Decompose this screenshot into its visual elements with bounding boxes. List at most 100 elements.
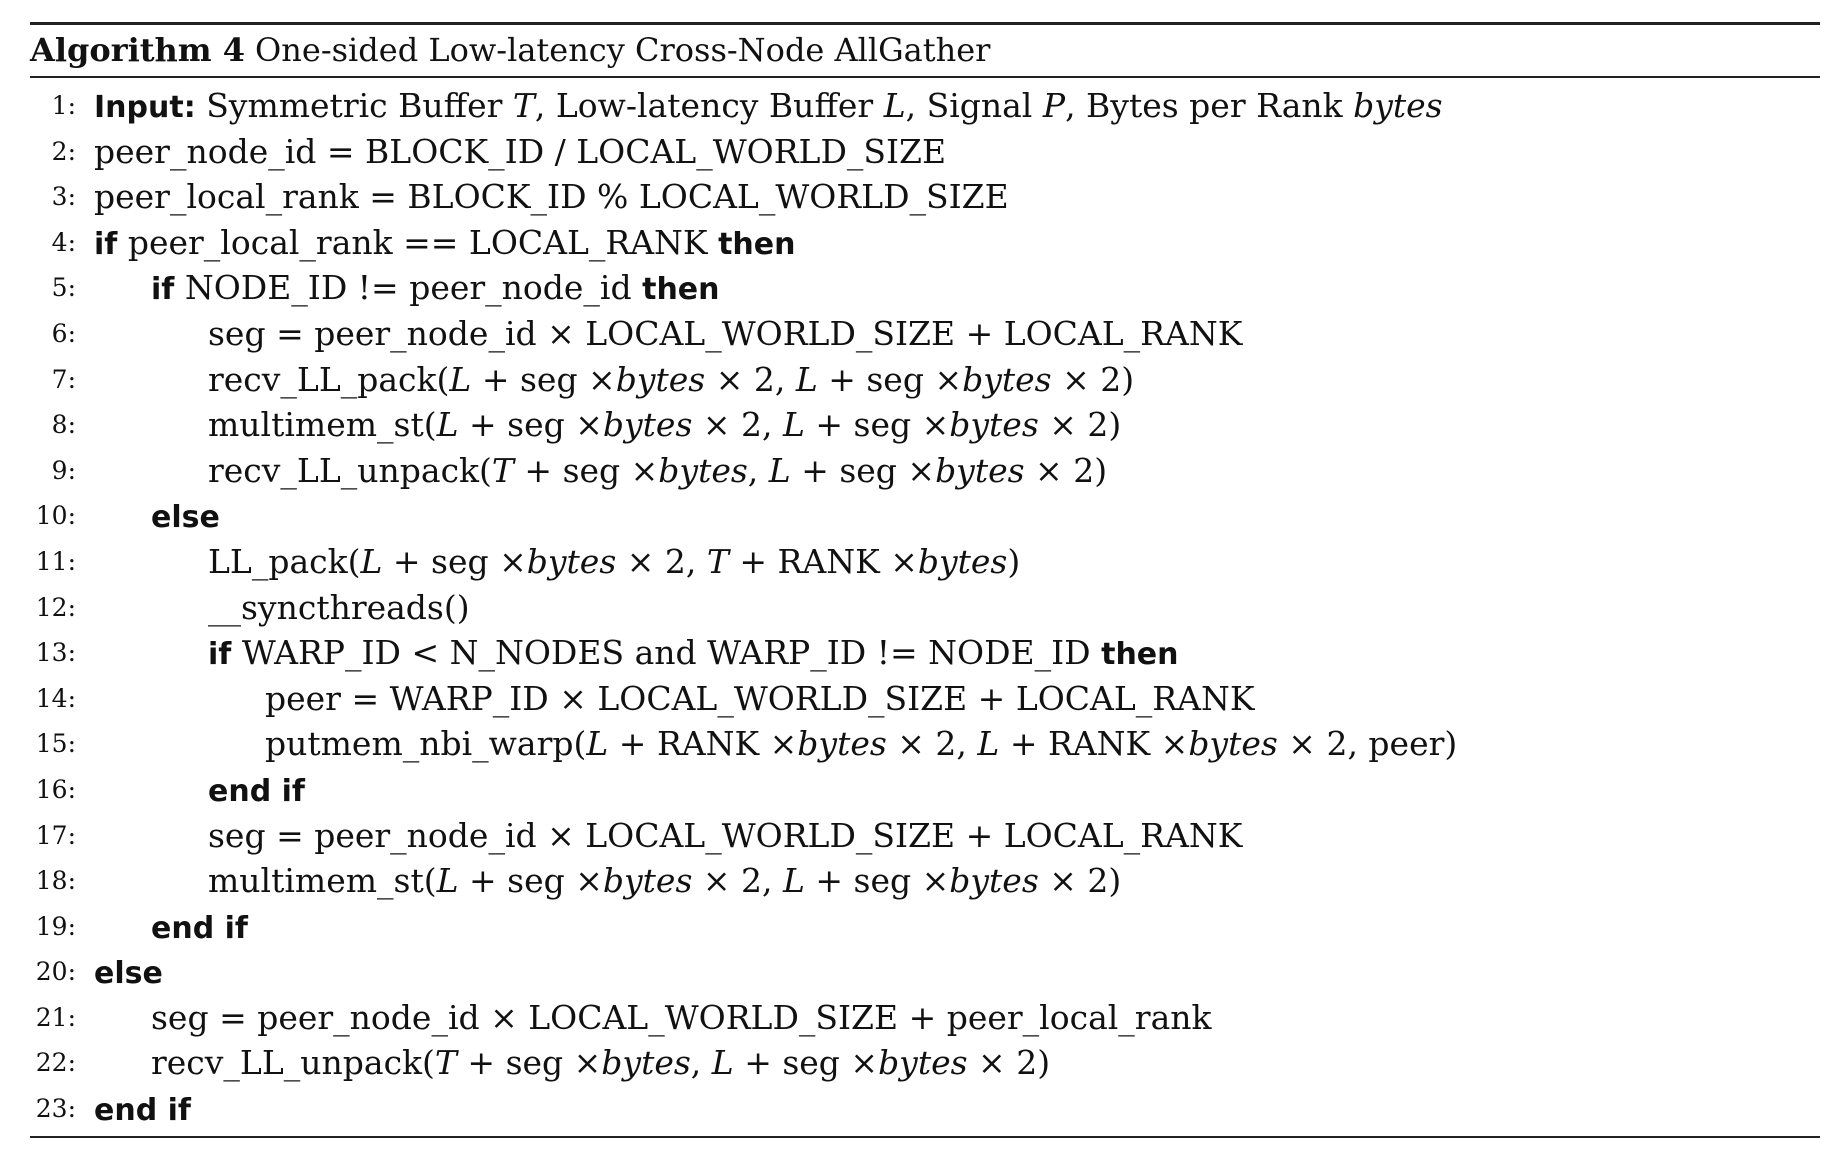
math-variable: bytes [1353, 86, 1443, 125]
code-text: seg = peer_node_id × LOCAL_WORLD_SIZE + … [151, 997, 1212, 1037]
code-text: + seg × [733, 1043, 879, 1083]
code-text: recv_LL_unpack( [151, 1043, 435, 1083]
code-text: , Bytes per Rank [1065, 86, 1354, 125]
code-text: recv_LL_pack( [208, 359, 450, 399]
line-code: LL_pack(L + seg ×bytes × 2, T + RANK ×by… [94, 539, 1020, 585]
code-text: , Low-latency Buffer [534, 86, 884, 125]
line-code: else [94, 949, 163, 997]
line-number: 11 [30, 539, 76, 585]
line-code: seg = peer_node_id × LOCAL_WORLD_SIZE + … [94, 813, 1242, 859]
keyword: end if [151, 910, 248, 946]
math-variable: bytes [1188, 724, 1278, 764]
line-number: 15 [30, 721, 76, 767]
line-code: peer_node_id = BLOCK_ID / LOCAL_WORLD_SI… [94, 129, 946, 175]
math-variable: L [795, 359, 818, 399]
line-number: 22 [30, 1040, 76, 1086]
line-number: 21 [30, 995, 76, 1041]
line-number: 13 [30, 630, 76, 676]
code-text: seg = peer_node_id × LOCAL_WORLD_SIZE + … [208, 815, 1243, 855]
math-variable: bytes [949, 405, 1039, 445]
math-variable: bytes [935, 450, 1025, 490]
math-variable: L [586, 724, 609, 764]
math-variable: L [977, 724, 1000, 764]
line-code: if peer_local_rank == LOCAL_RANK then [94, 220, 795, 268]
math-variable: bytes [878, 1043, 968, 1083]
math-variable: bytes [658, 450, 748, 490]
keyword: then [718, 226, 796, 262]
keyword: end if [94, 1093, 191, 1129]
math-variable: L [436, 405, 459, 445]
math-variable: L [436, 861, 459, 901]
line-number: 4 [30, 220, 76, 266]
line-number: 9 [30, 448, 76, 494]
keyword: then [642, 272, 720, 308]
code-text: ) [1007, 541, 1021, 581]
line-number: 10 [30, 493, 76, 539]
line-number: 12 [30, 585, 76, 631]
code-text: WARP_ID < N_NODES and WARP_ID != NODE_ID [231, 633, 1102, 673]
math-variable: bytes [526, 541, 617, 581]
caption-rule [30, 76, 1820, 78]
math-variable: L [360, 541, 383, 581]
line-code: recv_LL_pack(L + seg ×bytes × 2, L + seg… [94, 357, 1134, 403]
line-number: 1 [30, 83, 76, 129]
line-number: 8 [30, 402, 76, 448]
code-text: peer = WARP_ID × LOCAL_WORLD_SIZE + LOCA… [265, 678, 1255, 718]
line-code: end if [94, 767, 305, 815]
code-text: recv_LL_unpack( [208, 450, 492, 490]
math-variable: T [434, 1043, 457, 1083]
line-code: end if [94, 1086, 191, 1134]
code-text: × 2) [1024, 450, 1108, 490]
code-text: NODE_ID != peer_node_id [174, 268, 643, 308]
code-text: + RANK × [728, 541, 918, 581]
line-number: 7 [30, 357, 76, 403]
line-code: recv_LL_unpack(T + seg ×bytes, L + seg ×… [94, 1040, 1050, 1086]
line-code: end if [94, 904, 248, 952]
math-variable: L [783, 405, 805, 445]
code-text: × 2, [692, 405, 783, 445]
code-text: , [747, 450, 769, 490]
code-text: × 2) [1038, 861, 1122, 901]
code-text: , Signal [905, 86, 1043, 125]
math-variable: P [1042, 86, 1066, 125]
line-code: peer = WARP_ID × LOCAL_WORLD_SIZE + LOCA… [94, 676, 1254, 722]
line-code: __syncthreads() [94, 585, 470, 631]
code-text: × 2, [692, 861, 783, 901]
code-text: peer_node_id = BLOCK_ID / LOCAL_WORLD_SI… [94, 131, 947, 171]
code-text: × 2, [616, 541, 707, 581]
code-text: + seg × [471, 359, 616, 399]
line-code: multimem_st(L + seg ×bytes × 2, L + seg … [94, 402, 1121, 448]
keyword: if [151, 272, 175, 308]
line-code: Input: Symmetric Buffer T, Low-latency B… [94, 83, 1443, 131]
math-variable: L [449, 359, 472, 399]
math-variable: bytes [797, 724, 887, 764]
math-variable: L [711, 1043, 734, 1083]
code-text: × 2, [886, 724, 978, 764]
code-text: peer_local_rank = BLOCK_ID % LOCAL_WORLD… [94, 177, 1009, 217]
code-text: seg = peer_node_id × LOCAL_WORLD_SIZE + … [208, 313, 1243, 353]
math-variable: bytes [602, 405, 693, 445]
code-text: peer_local_rank == LOCAL_RANK [117, 222, 719, 262]
code-text: LL_pack( [208, 541, 361, 581]
code-text: + RANK × [999, 724, 1189, 764]
code-text: × 2) [1038, 405, 1122, 445]
keyword: if [208, 637, 232, 673]
line-number: 23 [30, 1086, 76, 1132]
algorithm-title: One-sided Low-latency Cross-Node AllGath… [255, 31, 991, 69]
code-text: × 2, peer) [1277, 724, 1458, 764]
keyword: else [151, 500, 220, 536]
math-variable: bytes [615, 359, 706, 399]
keyword: end if [208, 773, 305, 809]
line-code: if NODE_ID != peer_node_id then [94, 265, 720, 313]
line-number: 20 [30, 949, 76, 995]
line-code: else [94, 493, 220, 541]
code-text: × 2) [1051, 359, 1135, 399]
line-number: 18 [30, 858, 76, 904]
line-number: 6 [30, 311, 76, 357]
math-variable: L [883, 86, 906, 125]
line-number: 17 [30, 813, 76, 859]
keyword: if [94, 226, 118, 262]
code-text: + seg × [804, 405, 950, 445]
line-number: 5 [30, 265, 76, 311]
